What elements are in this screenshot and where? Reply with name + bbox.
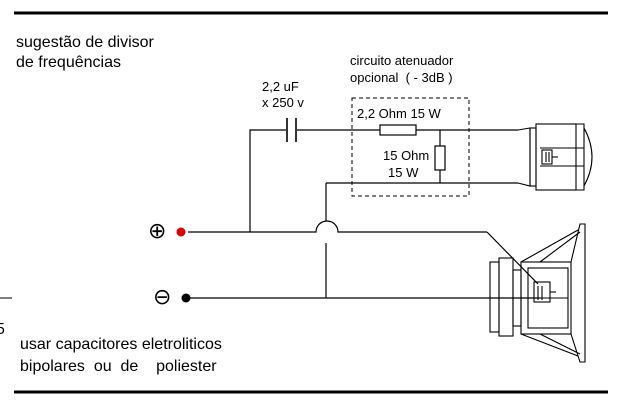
shunt-resistor — [434, 145, 446, 171]
capacitor-symbol — [286, 118, 297, 142]
capacitor-voltage-label: x 250 v — [262, 95, 304, 110]
capacitor-value-label: 2,2 uF — [262, 79, 299, 94]
margin-mark: 5 — [0, 321, 5, 338]
negative-terminal-symbol: ⊖ — [153, 284, 172, 309]
attenuator-label-line-1: circuito atenuador — [350, 53, 454, 68]
shunt-resistor-label-line-1: 15 Ohm — [383, 148, 430, 163]
title-line-1: sugestão de divisor — [16, 34, 154, 51]
attenuator-box — [351, 97, 470, 197]
negative-terminal-dot — [181, 293, 191, 303]
note-line-1: usar capacitores eletroliticos — [20, 336, 222, 353]
positive-terminal-dot — [176, 227, 186, 237]
woofer-icon — [489, 223, 586, 363]
series-resistor-label: 2,2 Ohm 15 W — [357, 106, 441, 121]
positive-wire — [188, 220, 487, 233]
attenuator-label-line-2: opcional ( - 3dB ) — [350, 70, 453, 85]
tweeter-icon — [517, 123, 593, 191]
wiring — [188, 129, 540, 299]
positive-terminal-symbol: ⊕ — [148, 218, 167, 243]
title-line-2: de frequências — [16, 54, 121, 71]
note-line-2: bipolares ou de poliester — [20, 358, 217, 375]
shunt-resistor-label-line-2: 15 W — [388, 165, 419, 180]
series-resistor — [379, 124, 417, 136]
capacitor-branch-wire — [249, 129, 286, 232]
